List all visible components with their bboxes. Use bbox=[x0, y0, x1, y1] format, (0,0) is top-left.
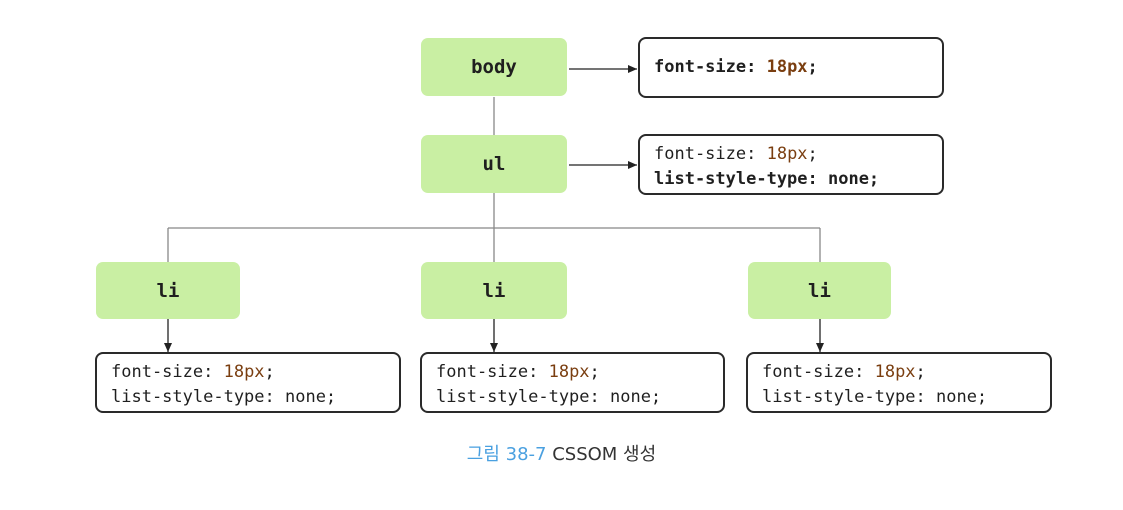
style-box-li-2: font-size: 18px; list-style-type: none; bbox=[420, 352, 725, 413]
style-line-list-style-type: list-style-type: none; bbox=[111, 387, 337, 407]
style-line-font-size: font-size: 18px; bbox=[111, 362, 275, 382]
style-box-li-1: font-size: 18px; list-style-type: none; bbox=[95, 352, 401, 413]
figure-number: 그림 38-7 bbox=[466, 444, 547, 465]
figure-caption: 그림 38-7 CSSOM 생성 bbox=[0, 440, 1123, 466]
style-line-font-size: font-size: 18px; bbox=[762, 362, 926, 382]
style-line-font-size: font-size: 18px; bbox=[654, 144, 818, 164]
style-line-list-style-type: list-style-type: none; bbox=[762, 387, 988, 407]
node-body: body bbox=[421, 38, 567, 96]
style-line-list-style-type: list-style-type: none; bbox=[654, 169, 880, 189]
node-li-2: li bbox=[421, 262, 567, 319]
style-box-body: font-size: 18px; bbox=[638, 37, 944, 98]
style-box-ul: font-size: 18px; list-style-type: none; bbox=[638, 134, 944, 195]
node-li-1: li bbox=[96, 262, 240, 319]
style-line-font-size: font-size: 18px; bbox=[654, 57, 818, 77]
node-ul: ul bbox=[421, 135, 567, 193]
style-line-list-style-type: list-style-type: none; bbox=[436, 387, 662, 407]
style-box-li-3: font-size: 18px; list-style-type: none; bbox=[746, 352, 1052, 413]
figure-title: CSSOM 생성 bbox=[546, 444, 657, 465]
style-line-font-size: font-size: 18px; bbox=[436, 362, 600, 382]
node-li-3: li bbox=[748, 262, 891, 319]
